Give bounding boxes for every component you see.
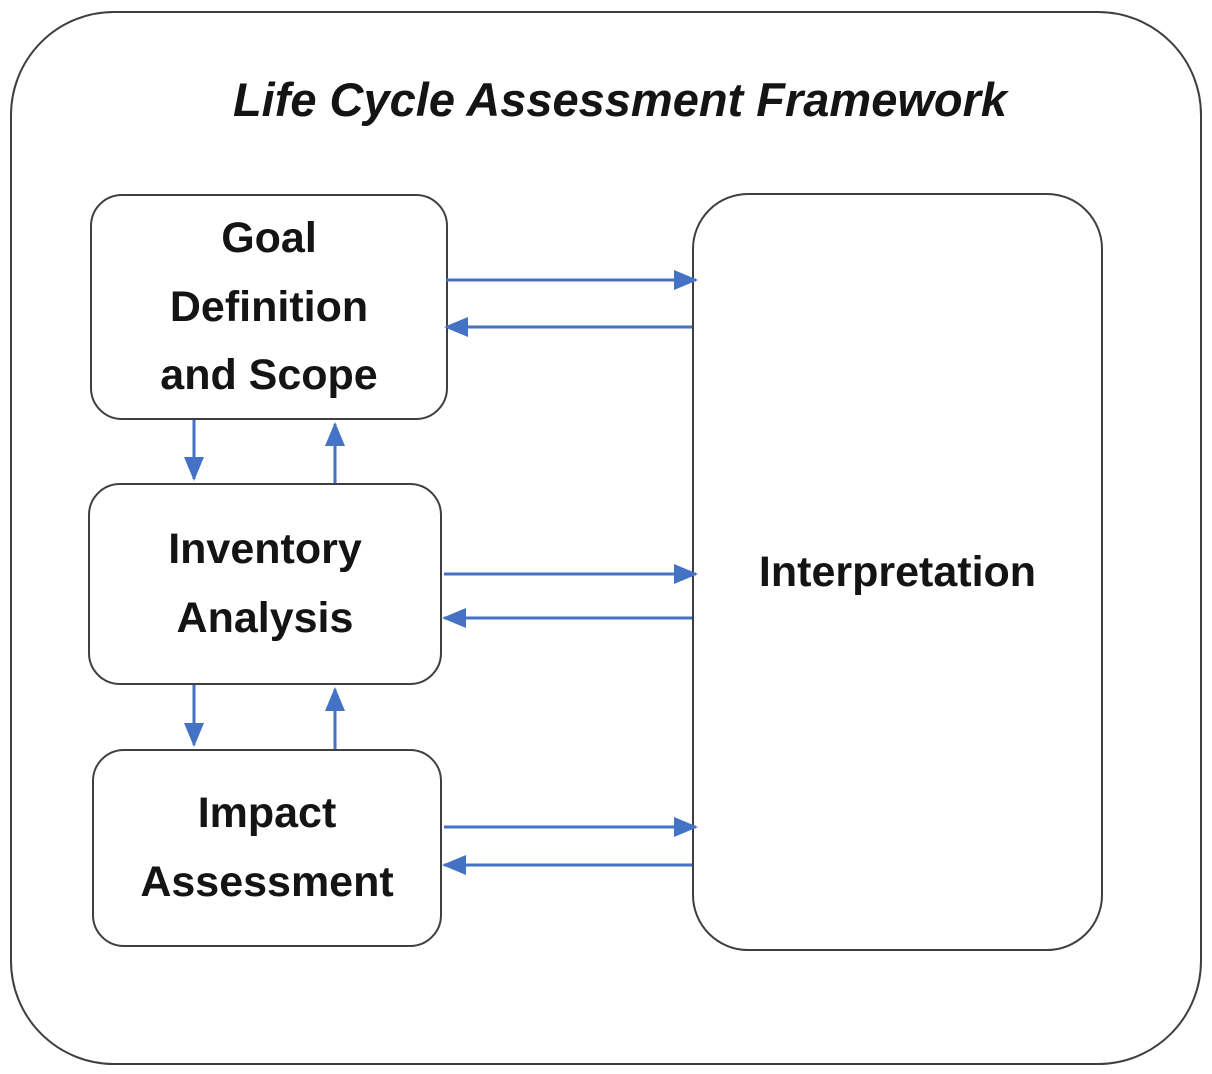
- inventory-analysis-label: Inventory Analysis: [168, 525, 362, 642]
- box-interpretation: Interpretation: [692, 193, 1103, 951]
- box-inventory-analysis: Inventory Analysis: [88, 483, 442, 685]
- box-impact-assessment: Impact Assessment: [92, 749, 442, 947]
- impact-assessment-label: Impact Assessment: [140, 789, 394, 906]
- box-goal-definition-and-scope: Goal Definition and Scope: [90, 194, 448, 420]
- goal-definition-and-scope-label: Goal Definition and Scope: [160, 213, 378, 400]
- diagram-title: Life Cycle Assessment Framework: [232, 73, 1008, 126]
- interpretation-label: Interpretation: [758, 547, 1037, 596]
